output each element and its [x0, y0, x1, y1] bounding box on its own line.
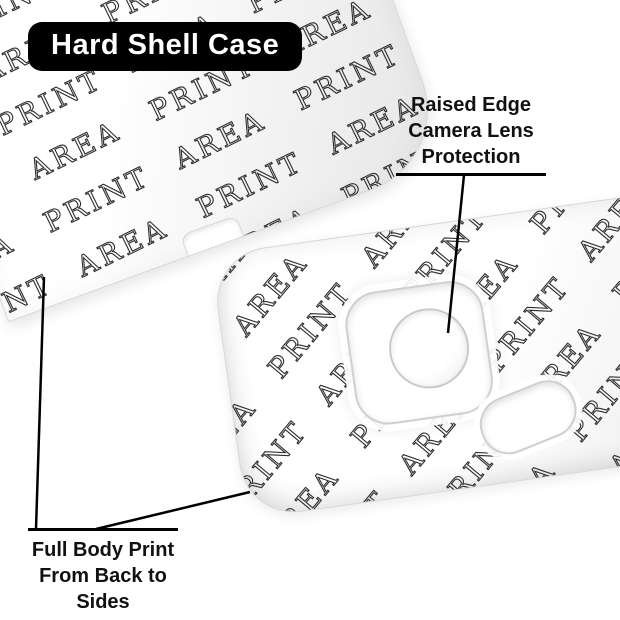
camera-annotation-line1: Raised Edge [410, 94, 532, 116]
camera-annotation: Raised Edge Camera Lens Protection [386, 92, 556, 170]
camera-cutout [341, 276, 498, 429]
camera-lens-hole [383, 303, 475, 394]
full-body-annotation-line1: Full Body Print [31, 539, 175, 561]
product-badge: Hard Shell Case [28, 22, 303, 71]
leader-line-bottom-case [95, 490, 251, 531]
camera-annotation-underline [396, 173, 546, 176]
camera-annotation-line2: Camera Lens [408, 120, 534, 142]
full-body-annotation-line3: Sides [76, 591, 130, 613]
camera-annotation-line3: Protection [421, 146, 521, 168]
leader-line-left-case [34, 276, 46, 530]
full-body-annotation-overline [28, 528, 178, 531]
full-body-annotation-line2: From Back to [39, 565, 167, 587]
full-body-annotation: Full Body Print From Back to Sides [25, 537, 181, 615]
